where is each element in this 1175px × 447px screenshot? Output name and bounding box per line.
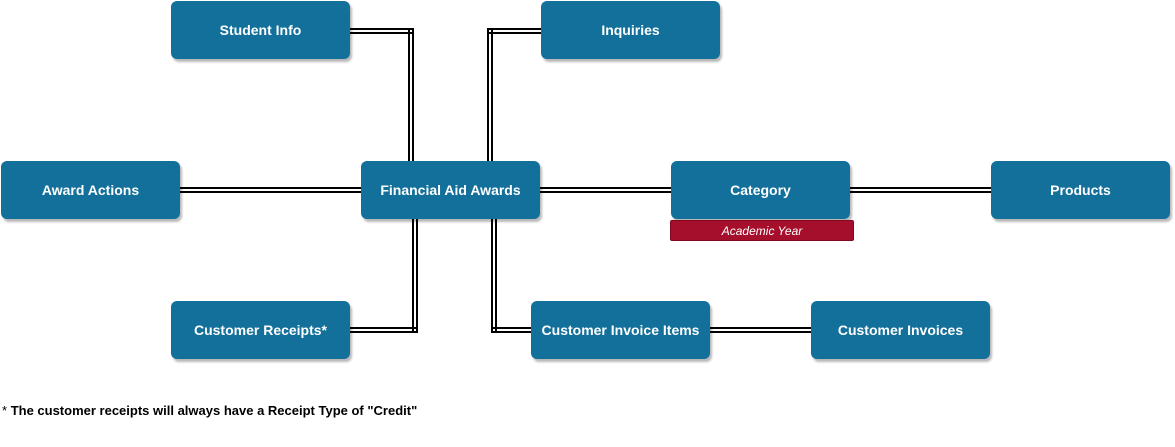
connector-invoice-items-h: [491, 327, 531, 333]
node-award-actions[interactable]: Award Actions: [1, 161, 180, 219]
connector-customer-invoices: [710, 327, 811, 333]
node-customer-invoices[interactable]: Customer Invoices: [811, 301, 990, 359]
node-financial-aid-awards[interactable]: Financial Aid Awards: [361, 161, 540, 219]
node-category[interactable]: Category: [671, 161, 850, 219]
connector-category: [540, 187, 671, 193]
connector-student-info-h: [350, 28, 414, 34]
connector-student-info-v: [408, 28, 414, 161]
connector-customer-receipts-h: [350, 327, 418, 333]
node-customer-invoice-items[interactable]: Customer Invoice Items: [531, 301, 710, 359]
connector-customer-receipts-v: [412, 219, 418, 333]
node-student-info[interactable]: Student Info: [171, 1, 350, 59]
node-customer-receipts[interactable]: Customer Receipts*: [171, 301, 350, 359]
category-tag-academic-year: Academic Year: [670, 220, 854, 241]
node-inquiries[interactable]: Inquiries: [541, 1, 720, 59]
connector-inquiries-v: [487, 28, 493, 161]
footnote-text: The customer receipts will always have a…: [10, 403, 418, 418]
footnote: * The customer receipts will always have…: [2, 403, 417, 418]
node-products[interactable]: Products: [991, 161, 1170, 219]
connector-award-actions: [180, 187, 361, 193]
connector-invoice-items-v: [491, 219, 497, 333]
connector-inquiries-h: [487, 28, 541, 34]
connector-products: [850, 187, 991, 193]
footnote-marker: *: [2, 403, 8, 418]
